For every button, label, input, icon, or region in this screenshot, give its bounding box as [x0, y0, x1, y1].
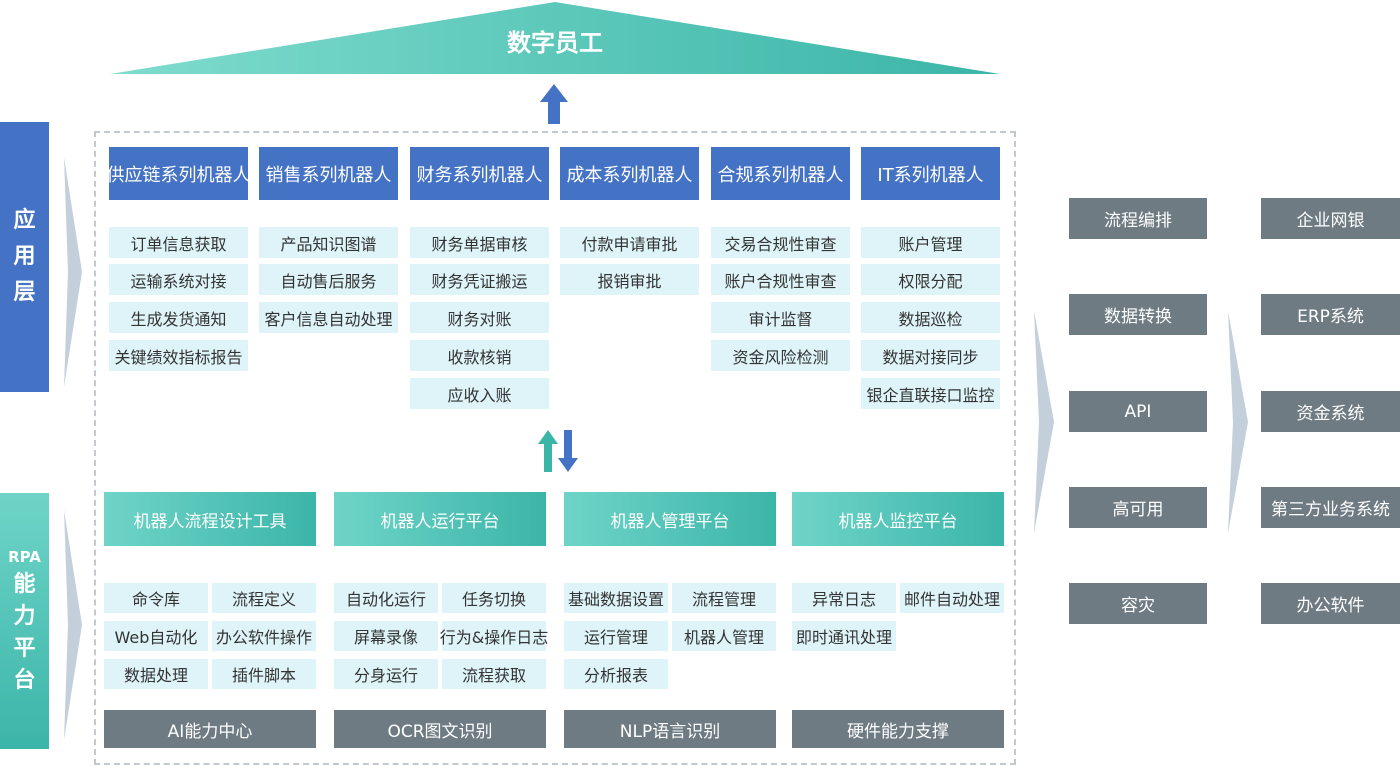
main-frame — [94, 131, 1016, 765]
chevron-right-icon — [1034, 311, 1054, 533]
rpa-char: 平 — [13, 636, 36, 661]
robot-item: 财务对账 — [410, 302, 549, 333]
integration-item: API — [1069, 391, 1207, 432]
rpa-char: 力 — [13, 604, 36, 629]
robot-header: 成本系列机器人 — [560, 147, 699, 200]
platform-item: 基础数据设置 — [564, 583, 668, 613]
robot-item: 账户合规性审查 — [711, 264, 850, 295]
platform-item: 运行管理 — [564, 621, 668, 651]
capability-bar: AI能力中心 — [104, 710, 316, 748]
rpa-label: RPA — [8, 548, 41, 566]
platform-item: 分析报表 — [564, 659, 668, 689]
robot-item: 银企直联接口监控 — [861, 378, 1000, 409]
robot-header: 供应链系列机器人 — [107, 147, 251, 200]
robot-item: 订单信息获取 — [109, 227, 248, 258]
platform-item: 流程管理 — [672, 583, 776, 613]
platform-item: 行为&操作日志 — [440, 621, 548, 651]
app-layer-char: 用 — [13, 244, 36, 269]
capability-bar: 硬件能力支撑 — [792, 710, 1004, 748]
platform-item: 办公软件操作 — [212, 621, 316, 651]
robot-header: 销售系列机器人 — [259, 147, 398, 200]
platform-item: 数据处理 — [104, 659, 208, 689]
platform-item: 邮件自动处理 — [900, 583, 1004, 613]
robot-header: 合规系列机器人 — [711, 147, 850, 200]
platform-item: 流程定义 — [212, 583, 316, 613]
platform-header: 机器人运行平台 — [334, 492, 546, 546]
robot-item: 财务单据审核 — [410, 227, 549, 258]
capability-bar: OCR图文识别 — [334, 710, 546, 748]
platform-item: 异常日志 — [792, 583, 896, 613]
platform-item: 机器人管理 — [672, 621, 776, 651]
system-item: 第三方业务系统 — [1261, 487, 1400, 528]
robot-item: 产品知识图谱 — [259, 227, 398, 258]
robot-header: 财务系列机器人 — [410, 147, 549, 200]
platform-header: 机器人管理平台 — [564, 492, 776, 546]
chevron-right-icon — [64, 157, 82, 387]
platform-item: 插件脚本 — [212, 659, 316, 689]
platform-item: 命令库 — [104, 583, 208, 613]
rpa-platform-bar: RPA 能 力 平 台 — [0, 493, 49, 749]
chevron-right-icon — [1228, 311, 1248, 533]
capability-bar: NLP语言识别 — [564, 710, 776, 748]
system-item: ERP系统 — [1261, 294, 1400, 335]
up-arrow-icon — [540, 84, 568, 124]
robot-item: 应收入账 — [410, 378, 549, 409]
robot-item: 审计监督 — [711, 302, 850, 333]
robot-item: 报销审批 — [560, 264, 699, 295]
robot-item: 权限分配 — [861, 264, 1000, 295]
app-layer-char: 层 — [13, 280, 36, 305]
top-title: 数字员工 — [507, 28, 603, 57]
robot-item: 运输系统对接 — [109, 264, 248, 295]
rpa-char: 台 — [13, 668, 36, 693]
robot-item: 财务凭证搬运 — [410, 264, 549, 295]
robot-item: 自动售后服务 — [259, 264, 398, 295]
system-item: 办公软件 — [1261, 583, 1400, 624]
robot-item: 数据巡检 — [861, 302, 1000, 333]
robot-item: 生成发货通知 — [109, 302, 248, 333]
robot-item: 收款核销 — [410, 340, 549, 371]
app-layer-bar: 应 用 层 — [0, 122, 49, 392]
app-layer-char: 应 — [13, 208, 36, 233]
system-item: 企业网银 — [1261, 198, 1400, 239]
robot-item: 资金风险检测 — [711, 340, 850, 371]
robot-item: 客户信息自动处理 — [259, 302, 398, 333]
integration-item: 高可用 — [1069, 487, 1207, 528]
platform-item: Web自动化 — [104, 621, 208, 651]
robot-item: 关键绩效指标报告 — [109, 340, 248, 371]
robot-item: 交易合规性审查 — [711, 227, 850, 258]
platform-item: 屏幕录像 — [334, 621, 438, 651]
platform-header: 机器人监控平台 — [792, 492, 1004, 546]
platform-item: 分身运行 — [334, 659, 438, 689]
roof-banner — [110, 2, 1000, 74]
robot-header: IT系列机器人 — [861, 147, 1000, 200]
platform-item: 自动化运行 — [334, 583, 438, 613]
platform-item: 即时通讯处理 — [792, 621, 896, 651]
rpa-char: 能 — [13, 572, 36, 597]
integration-item: 流程编排 — [1069, 198, 1207, 239]
integration-item: 数据转换 — [1069, 294, 1207, 335]
robot-item: 付款申请审批 — [560, 227, 699, 258]
platform-item: 流程获取 — [442, 659, 546, 689]
robot-item: 数据对接同步 — [861, 340, 1000, 371]
system-item: 资金系统 — [1261, 391, 1400, 432]
integration-item: 容灾 — [1069, 583, 1207, 624]
platform-header: 机器人流程设计工具 — [104, 492, 316, 546]
bidirectional-arrow-icon — [538, 430, 578, 472]
platform-item: 任务切换 — [442, 583, 546, 613]
chevron-right-icon — [64, 510, 82, 740]
robot-item: 账户管理 — [861, 227, 1000, 258]
